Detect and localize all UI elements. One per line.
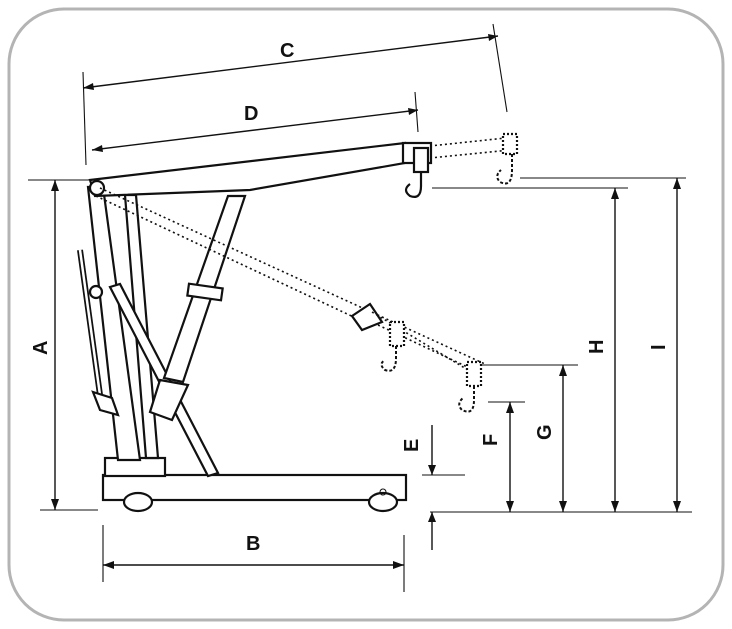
label-h: H xyxy=(586,340,608,354)
front-wheel xyxy=(367,491,399,513)
label-b: B xyxy=(246,533,260,555)
dimension-d: D xyxy=(91,91,419,152)
dimension-b: B xyxy=(102,525,405,592)
label-d: D xyxy=(244,103,258,125)
label-f: F xyxy=(480,434,502,446)
label-c: C xyxy=(280,40,294,62)
label-a: A xyxy=(30,341,52,355)
pump-handle xyxy=(77,249,120,417)
dimension-f: F xyxy=(480,401,525,512)
hook-upper-short xyxy=(404,146,430,198)
dimension-h: H xyxy=(432,187,628,512)
crane-base xyxy=(101,456,408,513)
label-g: G xyxy=(534,424,556,440)
boom-lowered xyxy=(95,187,486,413)
dimension-g: G xyxy=(480,364,578,512)
dimension-c: C xyxy=(82,23,508,166)
hydraulic-ram xyxy=(148,194,247,422)
boom-upper xyxy=(88,132,519,198)
hook-upper-long xyxy=(496,154,513,185)
rear-wheel xyxy=(122,491,154,513)
dimension-a: A xyxy=(28,179,98,511)
dimension-e: E xyxy=(401,425,465,550)
label-e: E xyxy=(401,439,423,452)
boom-pivot xyxy=(88,179,106,197)
label-i: I xyxy=(648,344,670,350)
dimension-i: I xyxy=(520,177,686,512)
